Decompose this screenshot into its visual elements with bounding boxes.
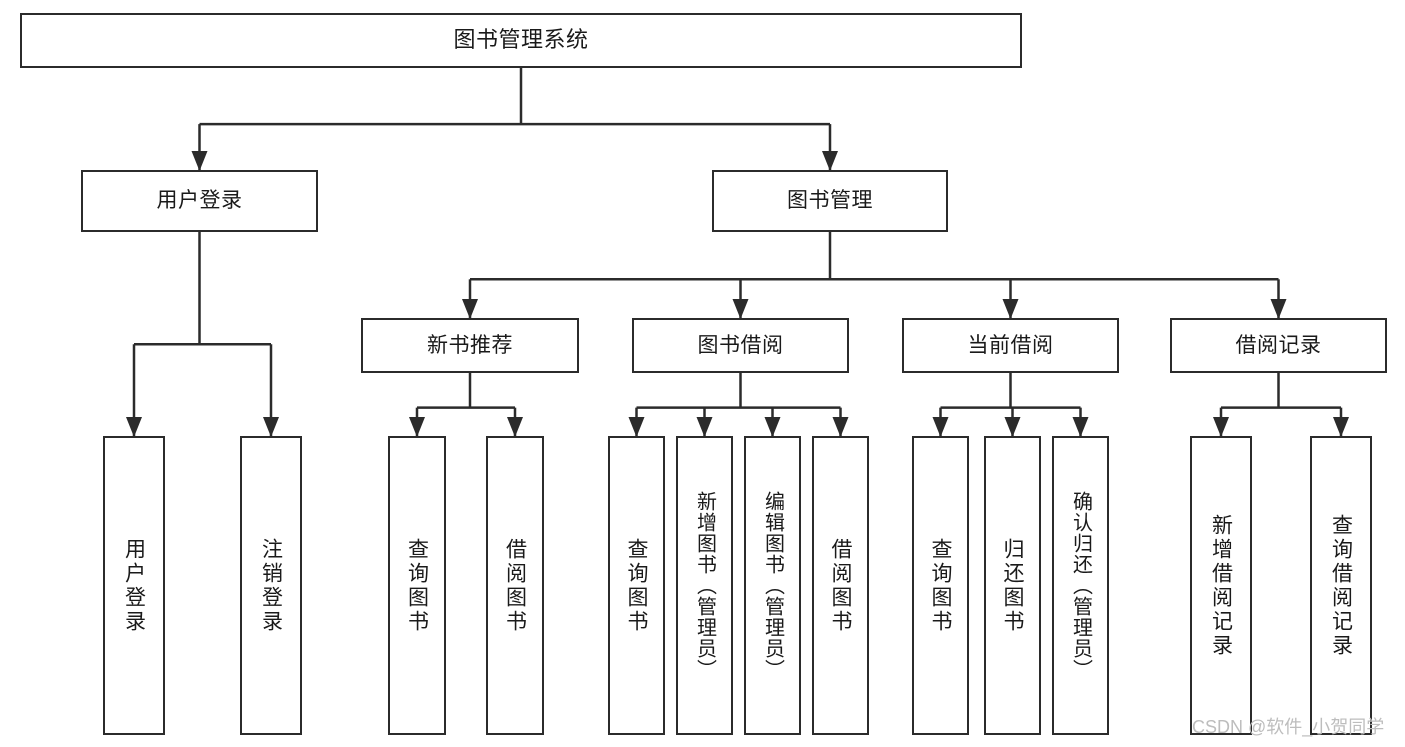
node-leaf-edit-book-admin[interactable]: 编辑图书（管理员） <box>744 436 801 735</box>
node-label: 图书管理 <box>787 189 873 213</box>
node-leaf-query-book-2[interactable]: 查询图书 <box>608 436 665 735</box>
node-leaf-user-login[interactable]: 用户登录 <box>103 436 165 735</box>
node-leaf-logout[interactable]: 注销登录 <box>240 436 302 735</box>
node-leaf-borrow-book-1[interactable]: 借阅图书 <box>486 436 544 735</box>
node-book-manage[interactable]: 图书管理 <box>712 170 948 232</box>
node-label: 新增借阅记录 <box>1209 513 1233 658</box>
arrowhead <box>263 417 279 437</box>
arrowhead <box>191 151 208 171</box>
node-root[interactable]: 图书管理系统 <box>20 13 1022 68</box>
node-book-borrow[interactable]: 图书借阅 <box>632 318 849 373</box>
node-label: 当前借阅 <box>967 333 1054 357</box>
node-leaf-add-book-admin[interactable]: 新增图书（管理员） <box>676 436 733 735</box>
node-leaf-query-book-3[interactable]: 查询图书 <box>912 436 969 735</box>
arrowhead <box>822 151 838 171</box>
arrowhead <box>1002 299 1019 319</box>
node-label: 借阅记录 <box>1235 333 1322 357</box>
arrowhead <box>1270 299 1287 319</box>
node-borrow-record[interactable]: 借阅记录 <box>1170 318 1387 373</box>
arrowhead <box>462 299 478 319</box>
node-label: 新书推荐 <box>427 333 513 357</box>
node-user-login[interactable]: 用户登录 <box>81 170 318 232</box>
node-leaf-add-borrow-record[interactable]: 新增借阅记录 <box>1190 436 1252 735</box>
node-label: 归还图书 <box>1001 537 1024 634</box>
node-label: 查询图书 <box>929 537 952 634</box>
node-label: 图书借阅 <box>697 333 784 357</box>
arrowhead <box>1004 417 1021 437</box>
node-label: 查询图书 <box>405 537 429 634</box>
arrowhead <box>1333 417 1349 437</box>
arrowhead <box>628 417 645 437</box>
arrowhead <box>932 417 949 437</box>
arrowhead <box>126 417 142 437</box>
node-label: 借阅图书 <box>829 537 852 634</box>
arrowhead <box>764 417 781 437</box>
node-leaf-confirm-return-admin[interactable]: 确认归还（管理员） <box>1052 436 1109 735</box>
node-leaf-return-book[interactable]: 归还图书 <box>984 436 1041 735</box>
node-leaf-query-borrow-record[interactable]: 查询借阅记录 <box>1310 436 1372 735</box>
arrowhead <box>832 417 849 437</box>
node-current-borrow[interactable]: 当前借阅 <box>902 318 1119 373</box>
node-label: 用户登录 <box>156 189 243 213</box>
node-label: 注销登录 <box>259 537 283 634</box>
arrowhead <box>409 417 425 437</box>
node-label: 查询图书 <box>625 537 648 634</box>
node-new-book-recommend[interactable]: 新书推荐 <box>361 318 579 373</box>
node-label: 确认归还（管理员） <box>1069 491 1092 680</box>
node-label: 借阅图书 <box>503 537 527 634</box>
node-leaf-borrow-book-2[interactable]: 借阅图书 <box>812 436 869 735</box>
node-label: 图书管理系统 <box>453 27 589 53</box>
arrowhead <box>1213 417 1229 437</box>
node-label: 用户登录 <box>122 537 146 634</box>
node-label: 新增图书（管理员） <box>693 491 716 680</box>
node-label: 编辑图书（管理员） <box>761 491 784 680</box>
arrowhead <box>696 417 713 437</box>
node-leaf-query-book-1[interactable]: 查询图书 <box>388 436 446 735</box>
arrowhead <box>507 417 523 437</box>
arrowhead <box>732 299 749 319</box>
arrowhead <box>1072 417 1089 437</box>
node-label: 查询借阅记录 <box>1329 513 1353 658</box>
